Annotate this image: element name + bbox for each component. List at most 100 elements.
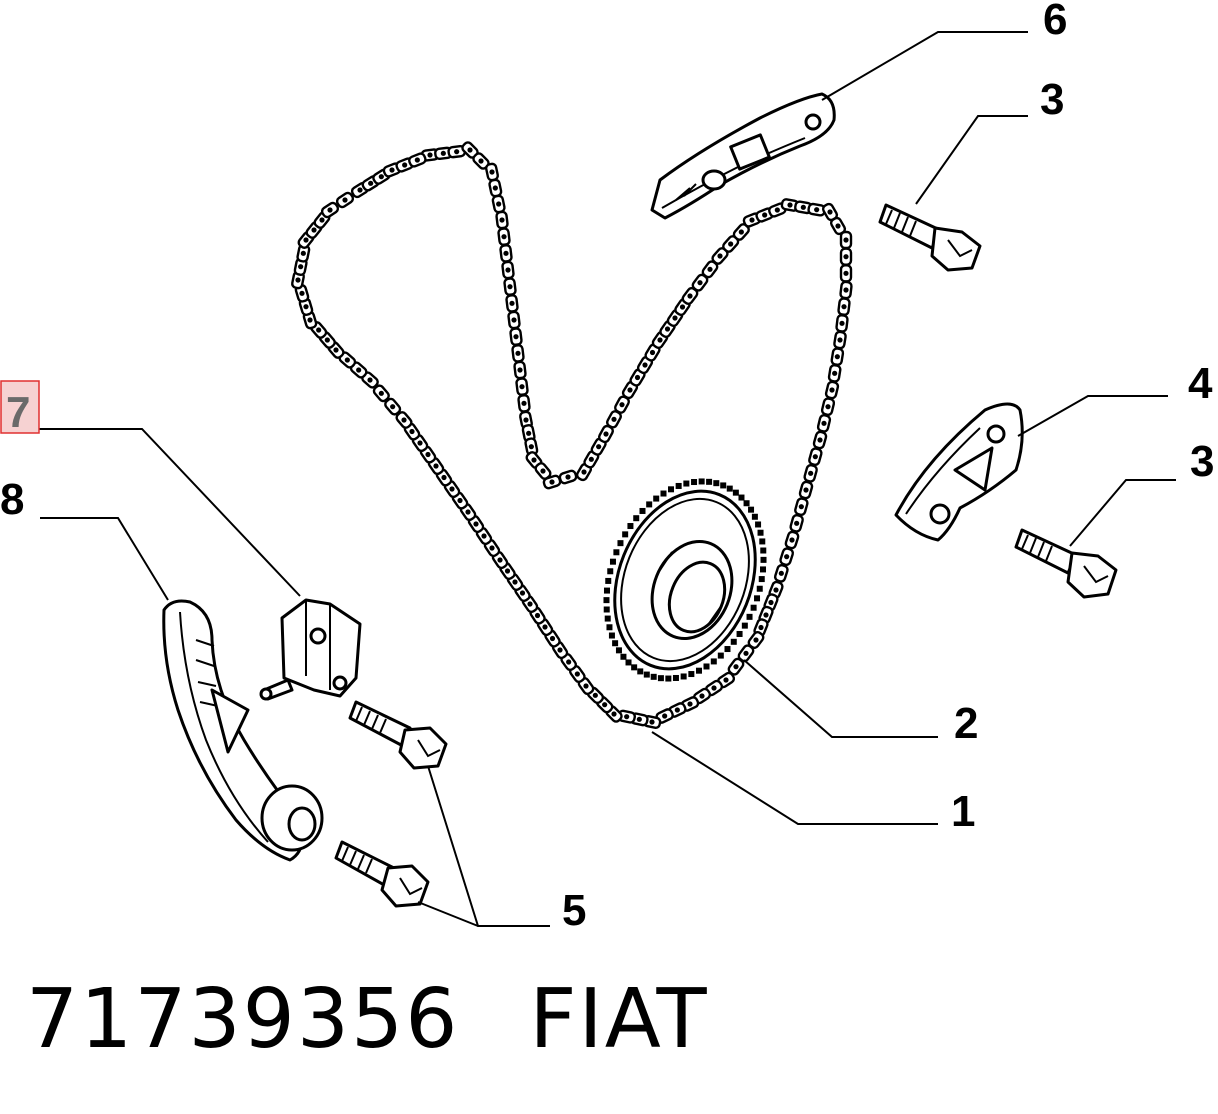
bolt-icon	[1014, 528, 1118, 599]
chain-pin	[588, 456, 594, 462]
chain-pin	[574, 671, 580, 677]
sprocket-tooth	[605, 577, 612, 584]
chain-pin	[303, 237, 309, 243]
sprocket-tooth	[717, 652, 724, 659]
chain-pin	[763, 612, 769, 618]
chain-pin	[596, 444, 602, 450]
chain-pin	[839, 320, 845, 326]
chain-pin	[425, 451, 431, 458]
sprocket-tooth	[741, 622, 748, 629]
chain-pin	[299, 290, 305, 296]
sprocket-tooth	[758, 576, 765, 583]
sprocket-tooth	[730, 638, 737, 645]
chain-pin	[758, 624, 764, 631]
chain-pin	[642, 362, 648, 368]
chain-pin	[566, 659, 572, 665]
chain-pin	[743, 650, 749, 656]
chain-pin	[519, 590, 526, 596]
sprocket-tooth	[631, 664, 638, 671]
chain-pin	[699, 693, 705, 699]
sprocket-tooth	[608, 632, 615, 639]
chain-pin	[657, 337, 663, 343]
sprocket-tooth	[760, 547, 767, 554]
sprocket-tooth	[603, 597, 610, 604]
chain-pin	[841, 304, 847, 310]
chain-pin	[409, 428, 415, 435]
chain-pin	[507, 284, 513, 290]
chain-pin	[549, 635, 556, 642]
chain-pin	[829, 387, 835, 393]
chain-pin	[368, 180, 374, 186]
chain-pin	[711, 685, 717, 691]
chain-pin	[501, 234, 507, 240]
callout-7: 7	[6, 388, 30, 437]
sprocket-tooth	[760, 566, 767, 573]
chain-pin	[662, 713, 668, 719]
sprocket-tooth	[746, 613, 753, 620]
sprocket-tooth	[703, 663, 710, 670]
sprocket-tooth	[755, 521, 762, 528]
chain-pin	[549, 479, 555, 485]
chain-pin	[825, 404, 831, 410]
sprocket-tooth	[754, 595, 761, 602]
sprocket-tooth	[620, 653, 627, 660]
sprocket-tooth	[675, 482, 682, 489]
chain-pin	[303, 304, 309, 310]
chain-pin	[707, 266, 713, 272]
chain-pin	[324, 337, 330, 343]
sprocket-tooth	[750, 604, 757, 611]
sprocket-tooth	[680, 673, 687, 680]
sprocket-tooth	[751, 513, 758, 520]
callout-3-upper: 3	[1040, 75, 1064, 124]
sprocket-tooth	[759, 538, 766, 545]
sprocket-tooth	[668, 486, 675, 493]
chain-pin	[843, 254, 849, 260]
sprocket-tooth	[736, 630, 743, 637]
chain-pin	[636, 716, 642, 722]
sprocket-tooth	[683, 480, 690, 487]
chain-pin	[542, 624, 548, 630]
sprocket-tooth	[639, 507, 646, 514]
sprocket-tooth	[748, 506, 755, 513]
chain-pin	[489, 545, 495, 551]
chain-pin	[803, 487, 809, 493]
sprocket-tooth	[643, 671, 650, 678]
sprocket-icon	[603, 478, 767, 682]
leader-8	[40, 517, 169, 601]
part-number: 71739356	[26, 972, 460, 1067]
callout-1: 1	[951, 787, 975, 836]
chain-pin	[519, 384, 525, 390]
leader-5	[417, 765, 550, 927]
highlight-box	[0, 380, 40, 434]
chain-pin	[298, 264, 304, 270]
chain-pin	[481, 533, 487, 539]
sprocket-tooth	[653, 495, 660, 502]
bolt-icon	[878, 203, 982, 272]
sprocket-tooth	[613, 549, 620, 556]
chain-pin	[679, 304, 686, 310]
leader-3b	[1069, 479, 1176, 547]
sprocket-tooth	[612, 640, 619, 647]
sprocket-tooth	[604, 615, 611, 622]
chain-pin	[378, 390, 384, 396]
sprocket-tooth	[672, 674, 679, 681]
chain-pin	[627, 387, 633, 393]
leader-2	[743, 659, 938, 738]
sprocket-tooth	[713, 480, 720, 487]
callout-6: 6	[1043, 0, 1067, 44]
timing-chain-icon	[291, 141, 853, 730]
chain-pin	[307, 317, 313, 323]
chain-pin	[300, 250, 306, 256]
chain-pin	[513, 334, 519, 340]
chain-pin	[664, 326, 671, 332]
chain-pin	[843, 237, 849, 243]
sprocket-tooth	[732, 489, 739, 496]
sprocket-tooth	[637, 668, 644, 675]
callout-5: 5	[562, 886, 586, 935]
tensioner-icon	[259, 598, 362, 701]
chain-pin	[357, 187, 363, 193]
chain-pin	[611, 711, 617, 717]
chain-pin	[319, 217, 325, 223]
chain-pin	[624, 714, 630, 720]
chain-pin	[762, 212, 768, 218]
